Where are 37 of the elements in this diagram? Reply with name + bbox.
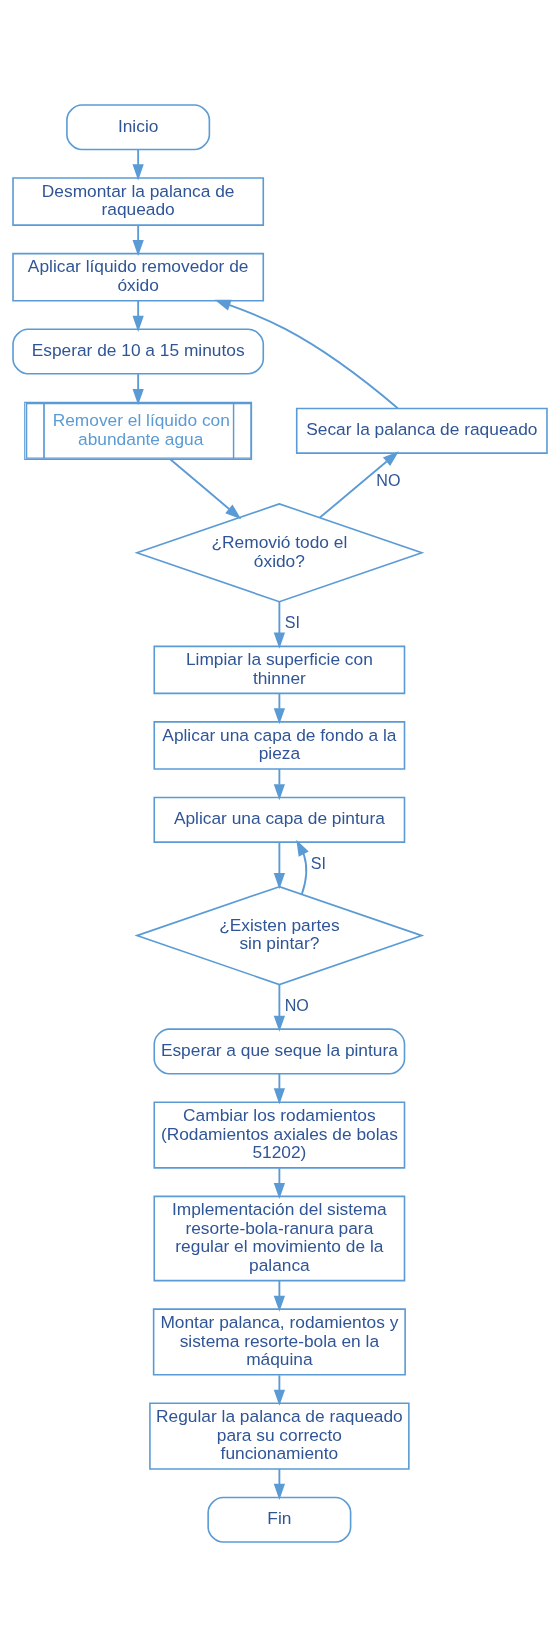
arrow: [273, 1373, 286, 1406]
arrow: [273, 1166, 286, 1199]
arrow: [132, 299, 144, 332]
node-box: Limpiar la superficie con thinner: [153, 645, 406, 694]
arrow: [273, 600, 286, 649]
arrow: [132, 148, 144, 180]
arrow: [318, 450, 399, 518]
node-box: Regular la palanca de raqueado para su correcto funcionamiento: [149, 1402, 410, 1470]
node-box: Fin: [207, 1496, 352, 1543]
arrow: [132, 372, 144, 405]
arrow: [273, 767, 286, 800]
node-box: Esperar a que seque la pintura: [153, 1027, 406, 1075]
node-box: Implementación del sistema resorte-bola-ranura para regular el movimiento de la palanca: [153, 1195, 406, 1281]
edge-label: SI: [310, 853, 327, 872]
arrow: [273, 1467, 286, 1500]
edge-label: NO: [284, 995, 309, 1014]
node-box: Cambiar los rodamientos (Rodamientos axiales de bolas 51202): [153, 1100, 406, 1169]
node-box: Aplicar líquido removedor de óxido: [12, 252, 265, 301]
arrow: [273, 692, 286, 724]
node-diamond: ¿Existen partes sin pintar?: [134, 885, 425, 985]
node-box: Esperar de 10 a 15 minutos: [12, 327, 265, 375]
arrow: [273, 1279, 286, 1312]
node-box: Aplicar una capa de fondo a la pieza: [153, 720, 406, 770]
node-box: Aplicar una capa de pintura: [153, 796, 406, 843]
arrow: [273, 1072, 286, 1104]
arrow: [132, 223, 144, 256]
arrow: [296, 839, 309, 895]
node-box: Desmontar la palanca de raqueado: [12, 176, 265, 226]
arrow: [214, 299, 399, 409]
arrow: [169, 458, 242, 519]
node-box: Secar la palanca de raqueado: [295, 407, 548, 454]
node-box: Inicio: [66, 103, 211, 150]
node-box: Montar palanca, rodamientos y sistema resorte-bola en la máquina: [152, 1307, 406, 1376]
edge-label: NO: [376, 470, 401, 489]
edge-label: SI: [284, 612, 300, 631]
arrow: [273, 983, 286, 1032]
arrow: [273, 840, 286, 889]
